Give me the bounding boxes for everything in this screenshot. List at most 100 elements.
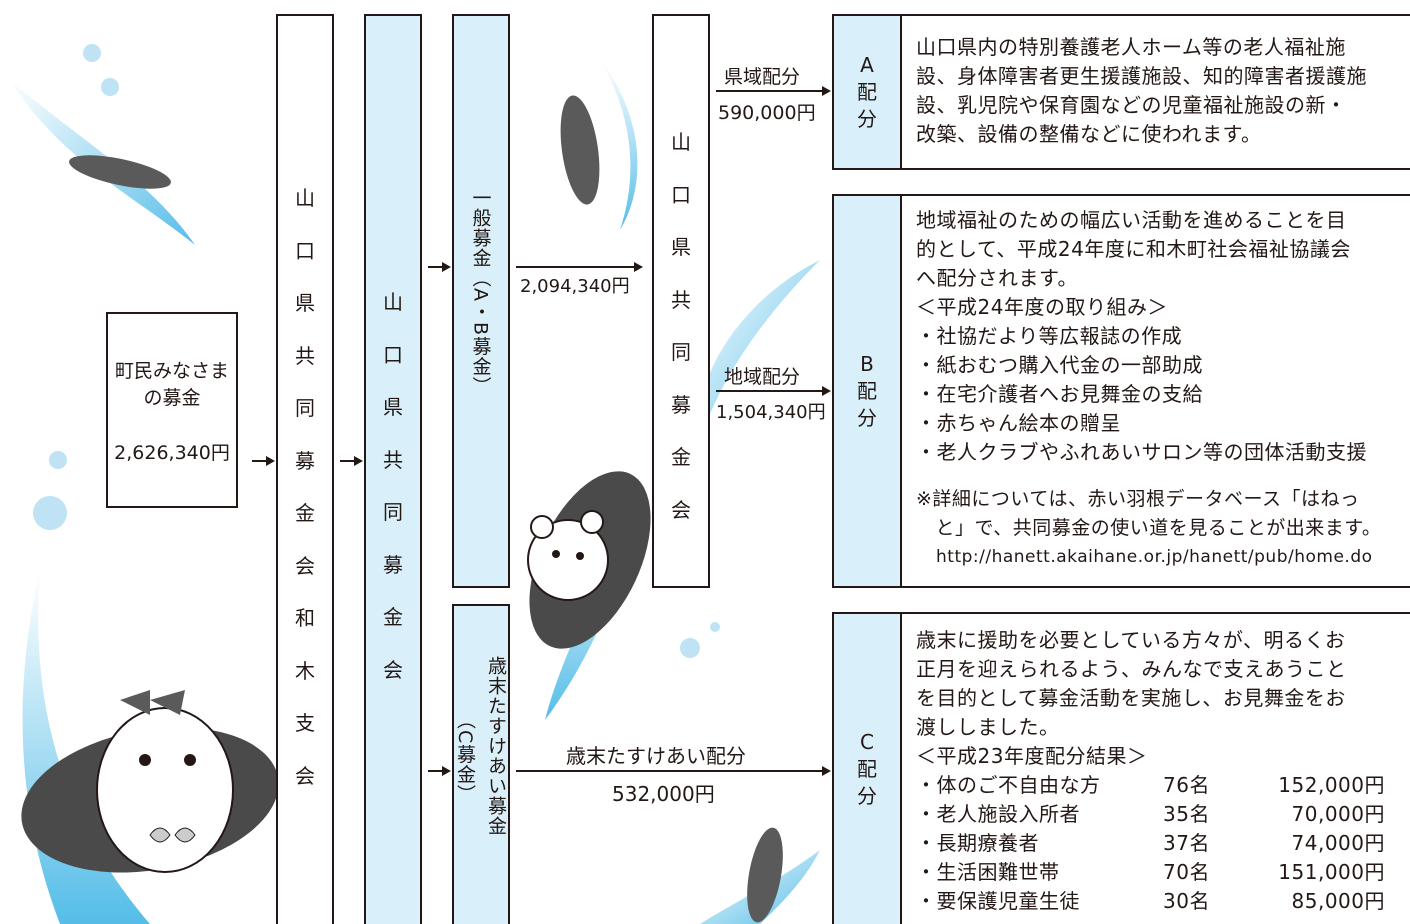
pref-char: 会 [383,657,403,682]
result-recipient: ・体のご不自由な方 [916,773,1101,797]
result-count: 70名 [1163,860,1210,884]
branch-char: 金 [295,501,315,525]
blue-feather-swoosh [698,260,820,440]
description-line: 渡ししました。 [916,715,1060,739]
category-a-label-cell: A 配 分 [832,14,902,170]
description-line: 設、乳児院や保育園などの児童福祉施設の新・ [916,93,1347,117]
result-row: ・生活困難世帯 70名 151,000円 [916,858,1410,887]
pref-char: 金 [383,605,403,629]
category-letter: C [860,729,874,754]
general-fund-box: 一般募金（A・B募金） [452,14,510,588]
category-c-label-cell: C 配 分 [832,612,902,924]
result-recipient: ・長期療養者 [916,831,1039,855]
category-a-description: 山口県内の特別養護老人ホーム等の老人福祉施 設、身体障害者更生援護施設、知的障害… [900,14,1410,170]
source-label: 町民みなさま の募金 [115,358,229,412]
category-char: 分 [857,106,877,131]
dot-decoration [710,622,720,632]
dot-decoration [680,638,700,658]
description-line: ・在宅介護者へお見舞金の支給 [916,382,1203,406]
general-fund-amount: 2,094,340円 [520,276,630,297]
category-c-description: 歳末に援助を必要としている方々が、明るくお 正月を迎えられるよう、みんなで支えあ… [900,612,1410,924]
dist-c-label: 歳末たすけあい配分 [566,744,746,768]
arrowhead [442,766,451,776]
dist-a-amount: 590,000円 [718,102,816,124]
database-url-link[interactable]: http://hanett.akaihane.or.jp/hanett/pub/… [936,547,1373,567]
dist-a-label: 県域配分 [724,66,801,88]
description-line: ＜平成24年度の取り組み＞ [916,295,1168,319]
pref-char: 募 [671,392,691,417]
description-line: ・赤ちゃん絵本の贈呈 [916,411,1121,435]
branch-char: 共 [295,343,315,368]
dot-decoration [101,78,119,96]
arrowhead [822,766,831,776]
description-line: 設、身体障害者更生援護施設、知的障害者援護施 [916,64,1367,88]
yearend-fund-box: （C募金） 歳末たすけあい募金 [452,604,510,924]
pref-char: 県 [671,235,691,259]
branch-char: 会 [295,553,315,578]
source-label-line: の募金 [143,387,201,409]
source-label-line: 町民みなさま [114,360,229,382]
dot-decoration [83,44,101,62]
result-row: ・老人施設入所者 35名 70,000円 [916,800,1410,829]
description-line: 地域福祉のための幅広い活動を進めることを目 [916,208,1347,232]
category-char: 分 [857,783,877,808]
result-recipient: ・老人施設入所者 [916,802,1080,826]
result-row: ・長期療養者 37名 74,000円 [916,829,1410,858]
arrow-dist-b [716,390,822,392]
pref-char: 山 [383,290,403,314]
branch-char: 支 [295,711,315,735]
pref-char: 口 [383,342,403,367]
yearend-fund-label: 歳末たすけあい募金 [485,656,507,836]
description-line: ・社協だより等広報誌の作成 [916,324,1183,348]
result-count: 76名 [1163,773,1210,797]
arrowhead [354,456,363,466]
dot-decoration [49,451,67,469]
branch-char: 木 [295,658,315,683]
pref-char: 共 [383,447,403,472]
dist-b-amount: 1,504,340円 [716,402,826,423]
branch-char: 和 [295,606,315,630]
branch-char: 募 [295,448,315,473]
wagi-branch-box: 山 口 県 共 同 募 金 会 和 木 支 会 [276,14,334,924]
description-line: ＜平成23年度配分結果＞ [916,744,1148,768]
arrow-general-to-pref-right [516,266,634,268]
dark-feather [560,95,600,205]
pref-char: 募 [383,552,403,577]
note-line: と」で、共同募金の使い道を見ることが出来ます。 [916,517,1382,539]
description-line: 歳末に援助を必要としている方々が、明るくお [916,628,1346,652]
arrowhead [822,86,831,96]
arrow-branch-to-pref [340,460,354,462]
description-line: ・老人クラブやふれあいサロン等の団体活動支援 [916,440,1367,464]
result-row: ・体のご不自由な方 76名 152,000円 [916,771,1410,800]
general-fund-label: 一般募金（A・B募金） [469,188,492,397]
arrow-pref-to-general [428,266,442,268]
description-line: 改築、設備の整備などに使われます。 [916,122,1262,146]
arrowhead [822,386,831,396]
result-row: ・要保護児童生徒 30名 85,000円 [916,887,1410,916]
pref-char: 会 [671,497,691,522]
description-line: 的として、平成24年度に和木町社会福祉協議会 [916,237,1351,261]
dark-feather [69,155,171,189]
result-count: 37名 [1163,831,1210,855]
result-amount: 74,000円 [1291,831,1385,855]
description-line: を目的として募金活動を実施し、お見舞金をお [916,686,1346,710]
branch-char: 口 [295,238,315,263]
description-line: 正月を迎えられるよう、みんなで支えあうこと [916,657,1347,681]
arrow-source-to-branch [252,460,266,462]
category-char: 分 [857,405,877,430]
branch-char: 山 [295,186,315,210]
dist-c-amount: 532,000円 [612,782,715,806]
pref-char: 山 [671,130,691,154]
category-char: 配 [857,378,877,403]
note-line: ※詳細については、赤い羽根データベース「はねっ [916,488,1360,510]
arrowhead [266,456,275,466]
source-donation-box: 町民みなさま の募金 2,626,340円 [106,312,238,508]
arrow-dist-c [516,770,822,772]
result-amount: 85,000円 [1291,889,1385,913]
result-amount: 151,000円 [1278,860,1385,884]
pref-char: 金 [671,445,691,469]
description-line: ・紙おむつ購入代金の一部助成 [916,353,1203,377]
pref-char: 県 [383,395,403,419]
result-amount: 70,000円 [1291,802,1385,826]
pref-char: 同 [383,500,403,524]
